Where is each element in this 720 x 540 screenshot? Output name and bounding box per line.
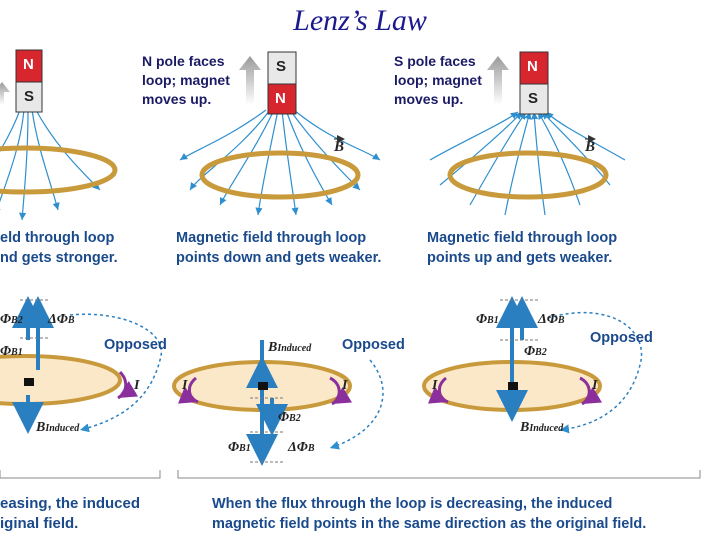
delta-phi-label: ΔΦB: [538, 312, 565, 327]
magnet-n-half: [267, 83, 297, 115]
panel3-desc: S pole faces loop; magnet moves up.: [394, 53, 482, 107]
phi-b2-label: ΦB2: [0, 312, 23, 327]
panel3-caption: Magnetic field through loop points up an…: [427, 230, 618, 266]
field-label-b: B: [333, 139, 344, 155]
phi-b1-label: ΦB1: [228, 440, 251, 455]
phi-b2-label: ΦB2: [278, 410, 301, 425]
phi-b1-label: ΦB1: [476, 312, 499, 327]
current-arrow-left: [427, 376, 449, 404]
magnet-n-half: [519, 51, 549, 85]
panel1-caption: eld through loop nd gets stronger.: [0, 230, 118, 266]
top-panel-1: [0, 49, 118, 221]
motion-arrow: [487, 56, 509, 105]
current-label: I: [342, 378, 348, 393]
current-label: I: [134, 378, 140, 393]
current-arrow: [117, 370, 139, 400]
phi-b1-label: ΦB1: [0, 344, 23, 359]
current-label: I: [182, 378, 188, 393]
page-title: Lenz’s Law: [293, 4, 427, 37]
pole-label: S: [528, 90, 539, 107]
panel2-desc: N pole faces loop; magnet moves up.: [142, 53, 230, 107]
wire-loop: [0, 145, 118, 195]
field-label-b: B: [584, 139, 595, 155]
loop-disc: [0, 354, 122, 406]
pole-label: S: [276, 58, 287, 75]
b-induced-label: BInduced: [268, 340, 312, 355]
bottom-caption-right: When the flux through the loop is decrea…: [212, 496, 647, 532]
bracket-left: [0, 470, 161, 479]
pole-label: N: [527, 58, 538, 75]
motion-arrow: [0, 82, 10, 105]
bottom-caption-left: easing, the induced iginal field.: [0, 495, 141, 532]
bottom-panel-3: [422, 296, 643, 434]
opposed-label: Opposed: [104, 337, 167, 353]
bottom-panel-2: [172, 340, 384, 466]
pole-label: S: [24, 88, 35, 105]
current-arrow-right: [579, 376, 603, 406]
wire-loop: [199, 150, 361, 200]
opposed-connector: [547, 311, 643, 434]
opposed-connector: [69, 313, 163, 433]
delta-phi-label: ΔΦB: [48, 312, 75, 327]
magnet-s-half: [519, 83, 549, 115]
opposed-connector: [329, 359, 384, 450]
pole-label: N: [275, 90, 286, 107]
bracket-right: [177, 470, 701, 479]
field-lines: [0, 109, 101, 221]
pole-label: N: [23, 56, 34, 73]
magnet-n-half: [15, 49, 43, 83]
magnet-s-half: [267, 51, 297, 85]
wire-loop: [447, 150, 609, 200]
current-label: I: [432, 378, 438, 393]
motion-arrow: [239, 56, 261, 105]
current-arrow-left: [177, 376, 199, 404]
phi-b2-label: ΦB2: [524, 344, 547, 359]
panel2-caption: Magnetic field through loop points down …: [176, 230, 382, 266]
opposed-label: Opposed: [342, 337, 405, 353]
b-induced-label: BInduced: [36, 420, 80, 435]
opposed-label: Opposed: [590, 330, 653, 346]
top-panel-3: B: [429, 51, 626, 216]
delta-phi-label: ΔΦB: [288, 440, 315, 455]
top-panel-2: B: [179, 51, 381, 216]
field-lines: [179, 109, 381, 216]
current-arrow-right: [329, 376, 353, 406]
b-induced-label: BInduced: [520, 420, 564, 435]
magnet-s-half: [15, 81, 43, 113]
current-label: I: [592, 378, 598, 393]
bottom-panel-1: [0, 296, 163, 434]
